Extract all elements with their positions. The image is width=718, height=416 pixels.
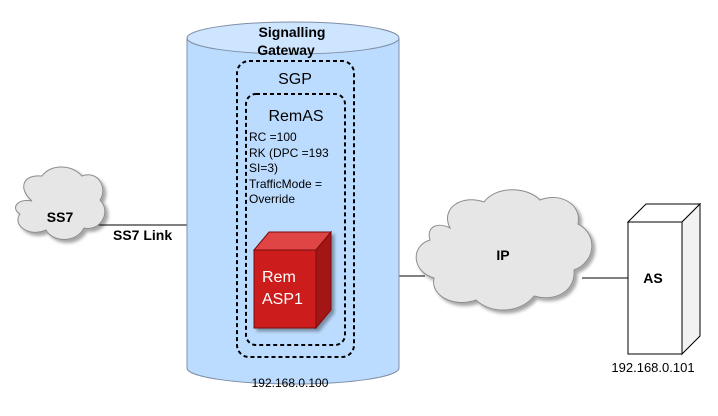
as-label: AS (643, 270, 662, 286)
rem-asp1-cube (252, 230, 333, 330)
remas-detail-si: SI=3) (249, 161, 278, 175)
as-server (626, 202, 702, 356)
gateway-title-line1: Signalling (259, 24, 326, 40)
remas-detail-override: Override (249, 192, 295, 206)
remas-label: RemAS (268, 108, 323, 125)
gateway-ip-label: 192.168.0.100 (252, 376, 329, 390)
remas-detail-traffic-mode: TrafficMode = (249, 177, 322, 191)
sgp-box (236, 60, 355, 358)
ip-cloud (415, 189, 593, 311)
sgp-label: SGP (278, 71, 312, 88)
rem-asp1-line1: Rem (262, 269, 296, 286)
remas-box (245, 93, 346, 346)
gateway-title-line2: Gateway (257, 42, 315, 58)
remas-detail-rk: RK (DPC =193 (249, 146, 329, 160)
ss7-cloud-label: SS7 (47, 209, 74, 225)
as-ip-label: 192.168.0.101 (611, 360, 694, 375)
ss7-cloud (15, 166, 106, 240)
rem-asp1-line2: ASP1 (262, 291, 303, 308)
remas-detail-rc: RC =100 (249, 130, 297, 144)
ss7-link-label: SS7 Link (113, 227, 172, 243)
ip-cloud-label: IP (496, 247, 509, 263)
